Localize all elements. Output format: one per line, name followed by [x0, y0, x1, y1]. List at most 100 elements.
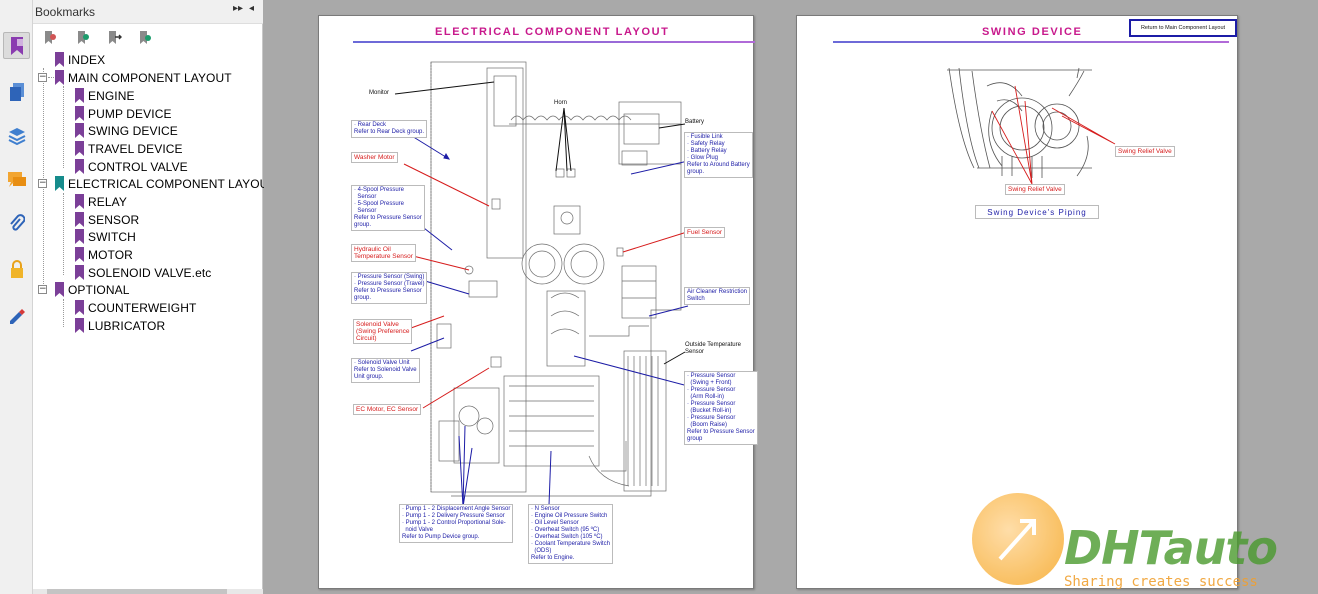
collapse-toggle-icon[interactable]: −	[38, 72, 47, 82]
bookmark-options-icon[interactable]	[135, 28, 155, 48]
bookmark-icon	[75, 123, 84, 138]
watermark-logo-icon	[972, 493, 1064, 585]
bookmark-label: SOLENOID VALVE.etc	[88, 265, 212, 280]
bookmark-label: ENGINE	[88, 88, 135, 103]
bookmark-control-valve[interactable]: CONTROL VALVE	[75, 158, 188, 175]
page-electrical-component-layout: ELECTRICAL COMPONENT LAYOUT	[318, 15, 758, 589]
go-to-bookmark-icon[interactable]	[104, 28, 124, 48]
bookmark-label: INDEX	[68, 52, 106, 67]
bookmark-pump-device[interactable]: PUMP DEVICE	[75, 105, 172, 122]
bookmark-label: SWITCH	[88, 229, 136, 244]
bookmark-relay[interactable]: RELAY	[75, 193, 127, 210]
callout-engine-sensors[interactable]: · N Sensor · Engine Oil Pressure Switch …	[528, 504, 613, 564]
callout-hydraulic-oil-sensor[interactable]: Hydraulic Oil Temperature Sensor	[351, 244, 416, 262]
bookmark-label: SWING DEVICE	[88, 123, 178, 138]
callout-solenoid-valve[interactable]: Solenoid Valve (Swing Preference Circuit…	[353, 319, 413, 344]
callout-fusible-link[interactable]: · Fusible Link · Safety Relay · Battery …	[684, 132, 753, 178]
callout-air-cleaner-switch[interactable]: Air Cleaner Restriction Switch	[684, 287, 751, 305]
bookmark-icon	[75, 141, 84, 156]
callout-spool-pressure-sensor[interactable]: · 4-Spool Pressure Sensor · 5-Spool Pres…	[351, 185, 425, 231]
swing-device-drawing	[947, 67, 1116, 185]
bookmark-engine[interactable]: ENGINE	[75, 87, 135, 104]
navigation-rail	[0, 0, 33, 594]
bookmark-icon	[75, 194, 84, 209]
callout-pressure-sensor-swing[interactable]: · Pressure Sensor (Swing) · Pressure Sen…	[351, 272, 428, 304]
pages-icon[interactable]	[3, 78, 30, 105]
bookmark-main-component-layout[interactable]: − MAIN COMPONENT LAYOUT	[38, 69, 232, 86]
panel-title: Bookmarks	[35, 5, 96, 19]
bookmark-icon	[55, 176, 64, 191]
bookmark-solenoid-valve[interactable]: SOLENOID VALVE.etc	[75, 264, 211, 281]
watermark-brand: DHTauto	[1064, 521, 1278, 575]
bookmark-label: ELECTRICAL COMPONENT LAYOUT	[68, 176, 276, 191]
callout-ec-motor[interactable]: EC Motor, EC Sensor	[353, 404, 422, 415]
bookmark-label: CONTROL VALVE	[88, 159, 188, 174]
collapse-panel-icon[interactable]: ▸▸	[233, 3, 244, 14]
comments-icon[interactable]	[3, 166, 30, 193]
scrollbar-thumb[interactable]	[47, 589, 227, 594]
bookmark-label: PUMP DEVICE	[88, 106, 172, 121]
close-panel-icon[interactable]: ◂	[249, 3, 255, 14]
excavator-schematic-drawing	[394, 61, 689, 508]
bookmark-icon	[75, 300, 84, 315]
callout-washer-motor[interactable]: Washer Motor	[351, 152, 398, 163]
bookmark-label: RELAY	[88, 194, 127, 209]
bookmark-icon	[75, 88, 84, 103]
bookmark-icon	[55, 70, 64, 85]
bookmarks-toolbar	[33, 26, 263, 50]
new-bookmark-icon[interactable]	[73, 28, 93, 48]
callout-pressure-sensor-front[interactable]: · Pressure Sensor (Swing + Front) · Pres…	[684, 371, 758, 445]
bookmark-label: MOTOR	[88, 247, 133, 262]
bookmarks-icon[interactable]	[3, 32, 30, 59]
bookmark-label: MAIN COMPONENT LAYOUT	[68, 70, 232, 85]
bookmark-icon	[55, 282, 64, 297]
bookmark-icon	[55, 52, 64, 67]
title-rule	[353, 41, 755, 43]
security-icon[interactable]	[3, 255, 30, 282]
page-title: SWING DEVICE	[982, 26, 1083, 38]
collapse-toggle-icon[interactable]: −	[38, 284, 47, 294]
callout-monitor: Monitor	[369, 90, 390, 96]
page-title: ELECTRICAL COMPONENT LAYOUT	[435, 26, 670, 38]
callout-fuel-sensor[interactable]: Fuel Sensor	[684, 227, 726, 238]
callout-swing-relief-valve-right[interactable]: Swing Relief Valve	[1115, 146, 1175, 157]
callout-swing-relief-valve-left[interactable]: Swing Relief Valve	[1005, 184, 1065, 195]
document-area[interactable]: ELECTRICAL COMPONENT LAYOUT	[264, 0, 1318, 594]
bookmark-label: TRAVEL DEVICE	[88, 141, 183, 156]
panel-horizontal-scrollbar[interactable]	[33, 589, 263, 594]
bookmark-optional[interactable]: − OPTIONAL	[38, 281, 129, 298]
return-to-main-layout-link[interactable]: Return to Main Component Layout	[1129, 19, 1237, 37]
swing-device-piping-link[interactable]: Swing Device's Piping	[975, 205, 1099, 219]
watermark-tagline: Sharing creates success	[1064, 574, 1258, 590]
layers-icon[interactable]	[3, 122, 30, 149]
bookmarks-panel: Bookmarks ▸▸ ◂	[33, 0, 276, 594]
title-rule	[833, 41, 1229, 43]
bookmark-electrical-component-layout[interactable]: − ELECTRICAL COMPONENT LAYOUT	[38, 175, 276, 192]
attachments-icon[interactable]	[3, 210, 30, 237]
callout-pump-sensors[interactable]: · Pump 1 - 2 Displacement Angle Sensor ·…	[399, 504, 514, 543]
collapse-toggle-icon[interactable]: −	[38, 178, 47, 188]
bookmark-label: COUNTERWEIGHT	[88, 300, 197, 315]
callout-horn: Horn	[554, 100, 568, 106]
bookmark-index[interactable]: INDEX	[55, 51, 105, 68]
bookmark-icon	[75, 318, 84, 333]
callout-solenoid-valve-unit[interactable]: · Solenoid Valve Unit Refer to Solenoid …	[351, 358, 420, 383]
bookmark-sensor[interactable]: SENSOR	[75, 211, 139, 228]
expand-bookmark-icon[interactable]	[40, 28, 60, 48]
panel-header: Bookmarks ▸▸ ◂	[33, 0, 263, 24]
callout-rear-deck[interactable]: · Rear Deck Refer to Rear Deck group.	[351, 120, 428, 138]
bookmark-motor[interactable]: MOTOR	[75, 246, 133, 263]
bookmark-counterweight[interactable]: COUNTERWEIGHT	[75, 299, 196, 316]
bookmark-icon	[75, 212, 84, 227]
bookmark-lubricator[interactable]: LUBRICATOR	[75, 317, 165, 334]
bookmark-travel-device[interactable]: TRAVEL DEVICE	[75, 140, 183, 157]
signatures-icon[interactable]	[3, 300, 30, 327]
bookmark-label: SENSOR	[88, 212, 140, 227]
bookmark-label: OPTIONAL	[68, 282, 130, 297]
bookmark-switch[interactable]: SWITCH	[75, 228, 136, 245]
bookmark-icon	[75, 265, 84, 280]
bookmark-icon	[75, 229, 84, 244]
bookmark-icon	[75, 159, 84, 174]
bookmark-swing-device[interactable]: SWING DEVICE	[75, 122, 178, 139]
